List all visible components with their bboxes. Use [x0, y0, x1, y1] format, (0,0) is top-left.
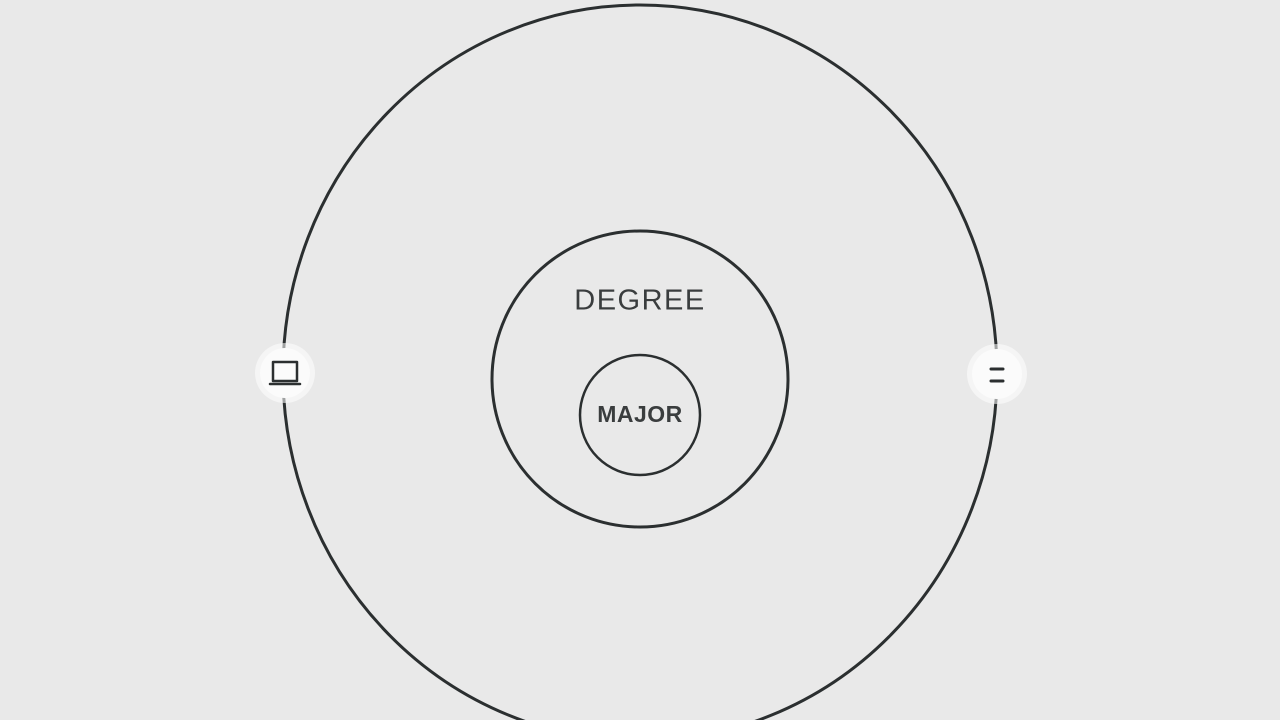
- outer-ring: [281, 3, 999, 720]
- left-ring-node[interactable]: [255, 343, 315, 403]
- degree-label: DEGREE: [574, 285, 705, 317]
- major-label: MAJOR: [597, 401, 683, 427]
- major-ring: [578, 353, 702, 477]
- equals-icon: [989, 367, 1005, 383]
- degree-ring: [490, 229, 790, 529]
- right-ring-node[interactable]: [967, 344, 1027, 404]
- rectangle-icon: [268, 360, 302, 386]
